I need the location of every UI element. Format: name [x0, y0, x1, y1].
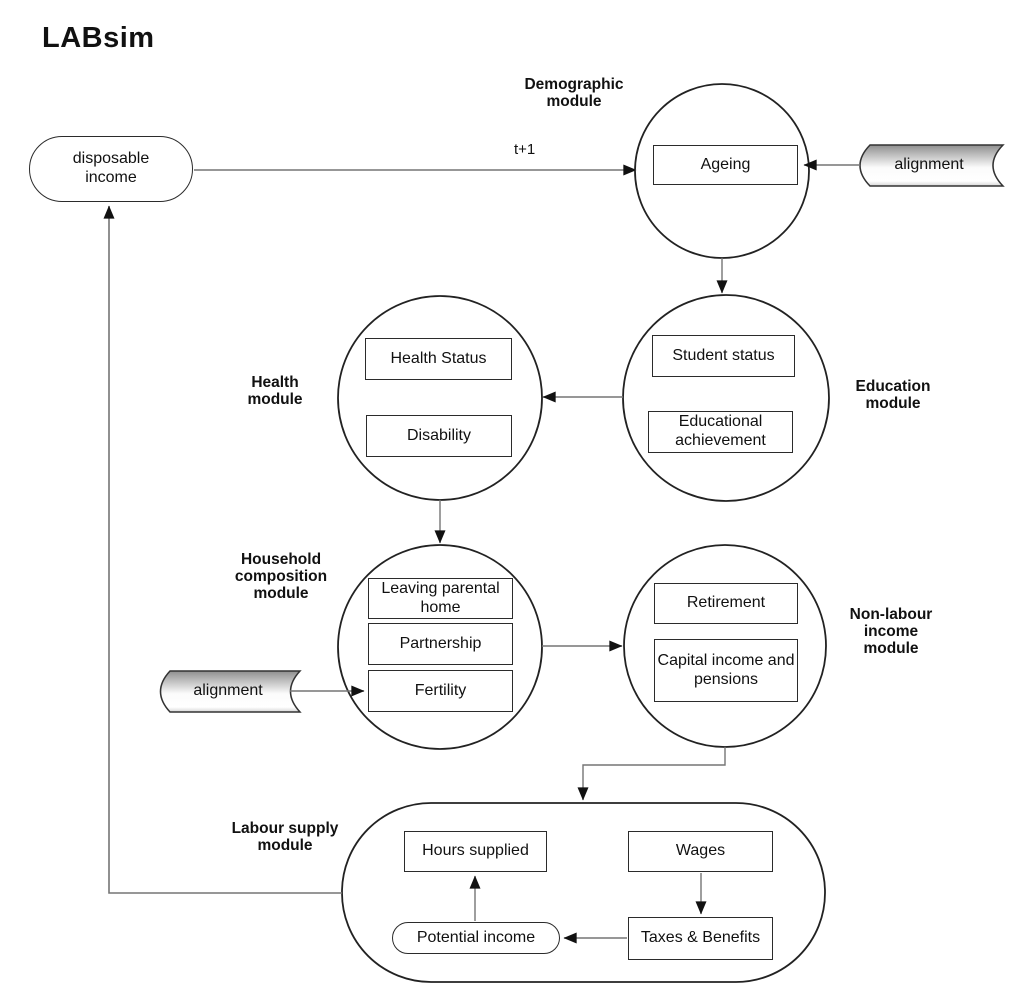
non-labour-module-label: Non-labour income module — [849, 606, 933, 657]
education-module-label: Education module — [855, 378, 931, 412]
taxes-benefits-box: Taxes & Benefits — [628, 917, 773, 960]
labour-supply-module-label: Labour supply module — [231, 820, 339, 854]
education-module-circle — [622, 294, 830, 502]
demographic-module-label: Demographic module — [524, 76, 624, 110]
diagram-title: LABsim — [42, 22, 155, 54]
arrow-non-labour-to-labour — [577, 747, 726, 801]
alignment-top-label: alignment — [894, 156, 964, 173]
alignment-cylinder-left — [159, 670, 302, 713]
partnership-box: Partnership — [368, 623, 513, 665]
household-module-label: Household composition module — [234, 551, 328, 602]
educational-achievement-box: Educational achievement — [648, 411, 793, 453]
fertility-box: Fertility — [368, 670, 513, 712]
alignment-left-label: alignment — [193, 682, 263, 699]
capital-income-box: Capital income and pensions — [654, 639, 798, 702]
student-status-box: Student status — [652, 335, 795, 377]
disposable-income-node: disposable income — [29, 136, 193, 202]
retirement-box: Retirement — [654, 583, 798, 624]
arrow-labour-to-disposable-feedback — [103, 205, 342, 894]
hours-supplied-box: Hours supplied — [404, 831, 547, 872]
wages-box: Wages — [628, 831, 773, 872]
leaving-parental-home-box: Leaving parental home — [368, 578, 513, 619]
health-status-box: Health Status — [365, 338, 512, 380]
alignment-cylinder-top — [859, 144, 1005, 187]
t-plus-1-label: t+1 — [514, 141, 536, 158]
health-module-circle — [337, 295, 543, 501]
health-module-label: Health module — [247, 374, 303, 408]
ageing-box: Ageing — [653, 145, 798, 185]
potential-income-node: Potential income — [392, 922, 560, 954]
disability-box: Disability — [366, 415, 512, 457]
